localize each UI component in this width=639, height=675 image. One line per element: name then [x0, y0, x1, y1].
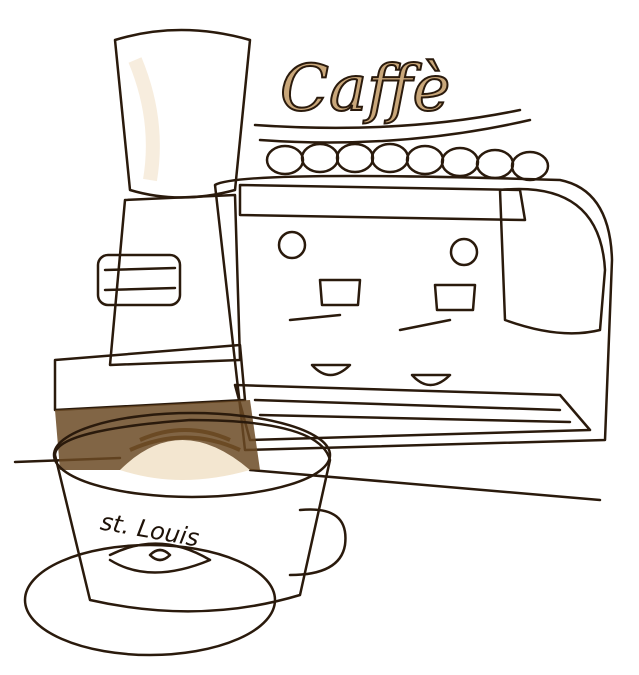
- right-group-head: [433, 283, 477, 312]
- coffee-surface: [52, 411, 332, 499]
- espresso-cup-right: [410, 373, 452, 387]
- latte-art-leaf: [120, 440, 250, 480]
- left-knob: [277, 230, 307, 260]
- coffee-grinder: [53, 28, 252, 412]
- grinder-dial: [96, 253, 182, 307]
- swirl-logo: [108, 542, 212, 574]
- left-group-head: [318, 278, 362, 307]
- sign-swirl: [253, 108, 532, 144]
- cups-on-machine: [265, 142, 550, 182]
- right-knob: [449, 237, 479, 267]
- latte-cup: st. Louis: [23, 411, 347, 657]
- espresso-cup-left: [310, 363, 352, 377]
- saucer: [23, 543, 277, 657]
- caffe-sign: Caffè: [280, 52, 450, 126]
- drip-tray: [233, 383, 592, 442]
- espresso-machine: [213, 174, 614, 452]
- cup-handle: [288, 508, 347, 577]
